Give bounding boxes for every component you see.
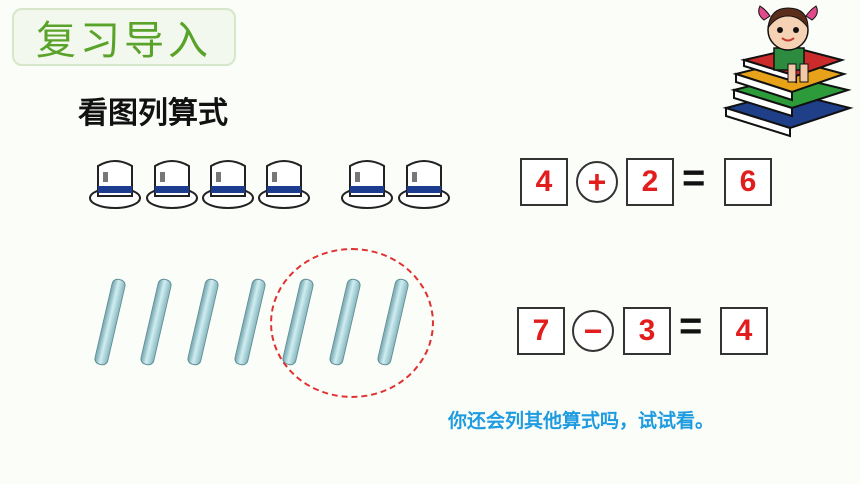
difference-box: 4	[720, 307, 768, 355]
minuend-box: 7	[517, 307, 565, 355]
counting-stick-icon	[233, 277, 267, 367]
dashed-circle-highlight	[270, 248, 434, 398]
hat-icon	[146, 160, 198, 209]
minus-operator: −	[572, 310, 614, 352]
section-badge: 复习导入	[12, 8, 236, 66]
counting-stick-icon	[186, 277, 220, 367]
hat-icon	[341, 160, 393, 209]
page-heading: 看图列算式	[78, 96, 228, 131]
equals-sign: =	[679, 304, 703, 348]
hat-icon	[258, 160, 310, 209]
equals-sign: =	[682, 156, 706, 200]
plus-operator: +	[576, 161, 618, 203]
hat-icon	[398, 160, 450, 209]
hat-icon	[202, 160, 254, 209]
subtrahend-box: 3	[623, 307, 671, 355]
section-badge-label: 复习导入	[36, 18, 212, 64]
addend-2-box: 2	[626, 158, 674, 206]
addend-1-box: 4	[520, 158, 568, 206]
hat-icon	[89, 160, 141, 209]
counting-stick-icon	[139, 277, 173, 367]
sum-box: 6	[724, 158, 772, 206]
prompt-text: 你还会列其他算式吗，试试看。	[448, 410, 715, 432]
girl-reading-on-books-icon	[722, 5, 854, 138]
counting-stick-icon	[93, 277, 127, 367]
